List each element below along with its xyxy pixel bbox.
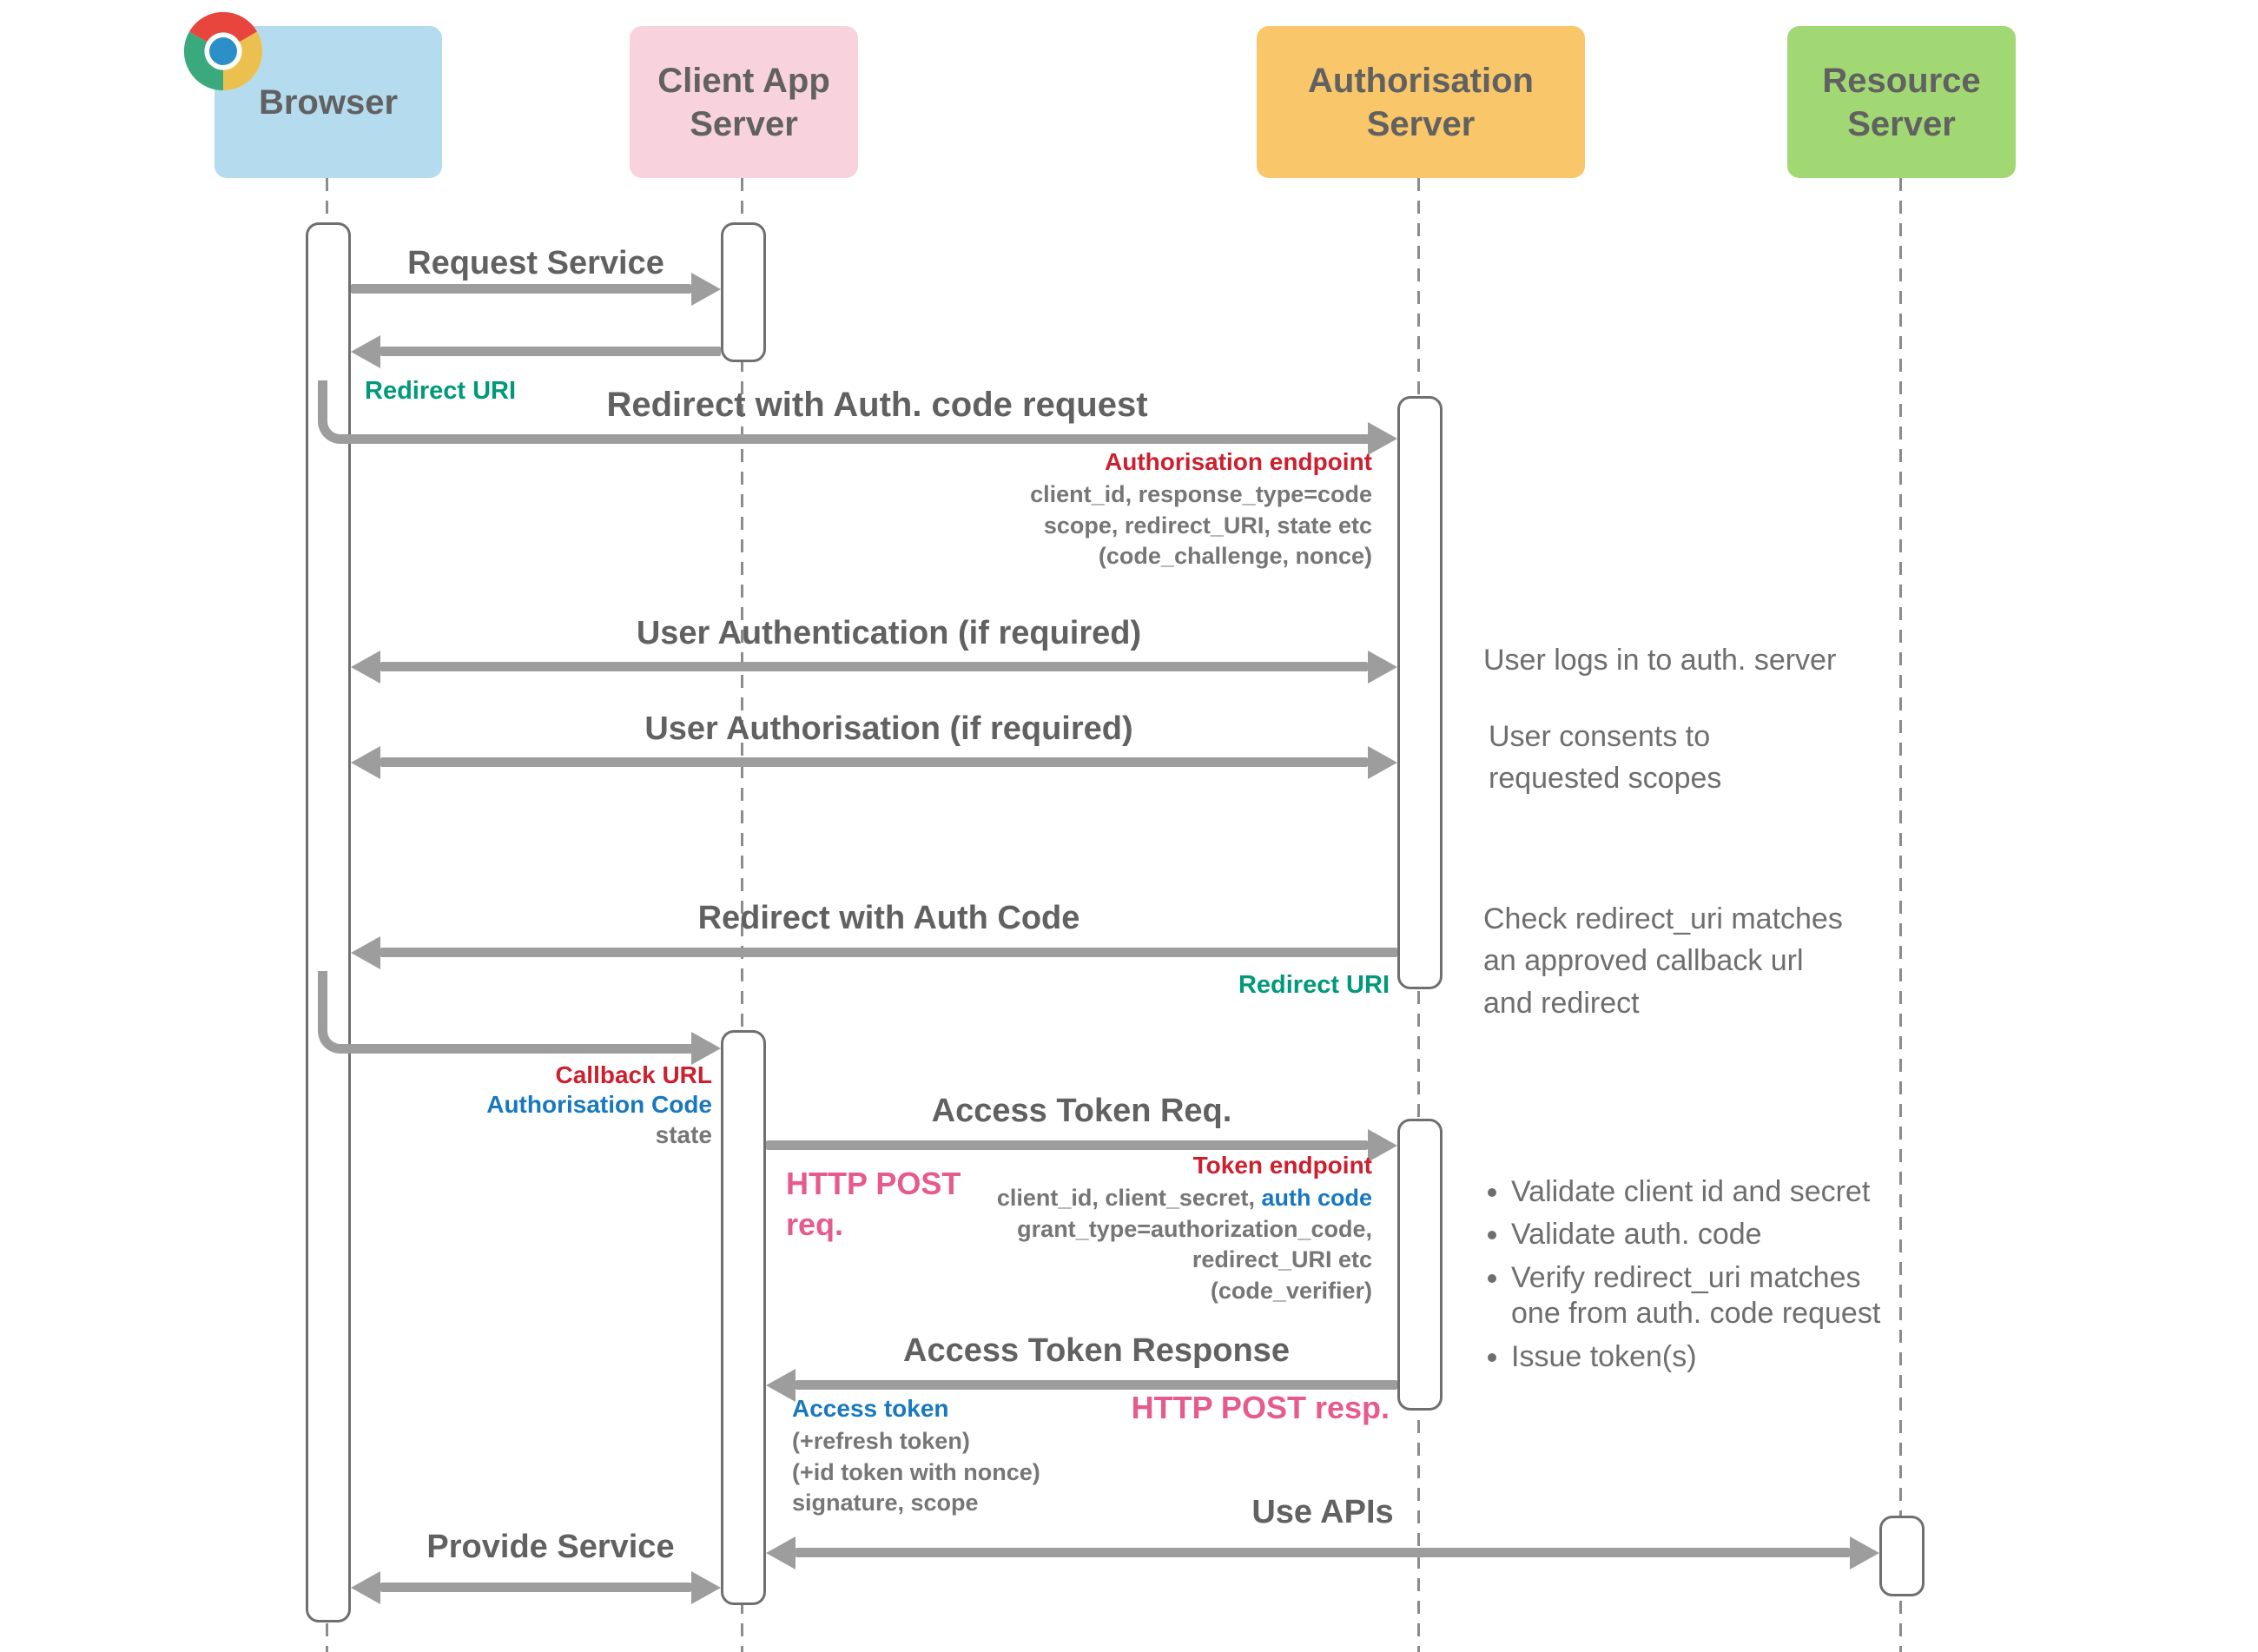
token-param-line: client_id, client_secret, auth code	[938, 1183, 1372, 1214]
token-param-line: redirect_URI etc	[1192, 1246, 1372, 1273]
label-user-authentication: User Authentication (if required)	[636, 615, 1142, 651]
note-token-checks: Validate client id and secret Validate a…	[1476, 1174, 2067, 1382]
label-access-token-resp: Access Token Response	[903, 1332, 1290, 1369]
auth-param-line: (code_challenge, nonce)	[1098, 543, 1372, 570]
arrow-redirect-auth-code	[351, 935, 1397, 969]
token-detail-line: (+refresh token)	[792, 1428, 970, 1454]
actor-resource-label: Resource Server	[1822, 61, 1981, 143]
token-check-item: Issue token(s)	[1511, 1339, 2067, 1375]
label-access-token-req: Access Token Req.	[931, 1093, 1232, 1129]
label-authorisation-endpoint: Authorisation endpoint	[1105, 448, 1372, 475]
note-user-consent: User consents to requested scopes	[1489, 720, 1722, 796]
actor-authorisation-server: Authorisation Server	[1257, 26, 1585, 178]
label-authorisation-code: Authorisation Code	[486, 1091, 712, 1118]
arrowhead-callback	[691, 1032, 721, 1065]
arrow-request-service	[351, 272, 721, 306]
arrow-access-token-req	[766, 1128, 1397, 1162]
token-param-line: grant_type=authorization_code,	[1017, 1215, 1372, 1242]
arrow-provide-service	[351, 1570, 721, 1604]
label-access-token: Access token	[792, 1395, 949, 1422]
label-redirect-auth-code: Redirect with Auth Code	[697, 900, 1080, 936]
activation-auth-2	[1397, 1119, 1443, 1411]
arrow-return-redirect	[351, 334, 721, 368]
label-redirect-uri-1: Redirect URI	[365, 377, 517, 405]
label-auth-request-params: client_id, response_type=code scope, red…	[938, 479, 1372, 572]
arrow-use-apis	[766, 1536, 1879, 1569]
label-token-request-params: client_id, client_secret, auth code gran…	[938, 1183, 1372, 1307]
actor-client-app-server: Client App Server	[630, 26, 858, 178]
label-user-authorisation: User Authorisation (if required)	[644, 710, 1133, 747]
activation-client-1	[721, 222, 766, 362]
arrow-user-authorisation	[351, 745, 1397, 779]
label-state: state	[655, 1121, 712, 1148]
token-param-auth-code: auth code	[1261, 1185, 1372, 1211]
token-detail-line: signature, scope	[792, 1490, 979, 1517]
arrow-elbow-callback	[318, 971, 691, 1054]
token-check-item: Validate auth. code	[1511, 1217, 2067, 1252]
auth-param-line: client_id, response_type=code	[1030, 481, 1372, 507]
label-redirect-uri-2: Redirect URI	[1238, 971, 1390, 999]
activation-client-2	[721, 1030, 766, 1605]
lifeline-resource	[1899, 178, 1902, 1652]
actor-auth-label: Authorisation Server	[1308, 61, 1534, 143]
label-request-service: Request Service	[407, 245, 664, 281]
label-provide-service: Provide Service	[426, 1529, 675, 1565]
token-check-item: Verify redirect_uri matches one from aut…	[1511, 1260, 2067, 1332]
arrow-elbow-auth-request	[318, 380, 1368, 444]
activation-auth-1	[1397, 396, 1443, 989]
label-callback-url: Callback URL	[555, 1061, 713, 1088]
label-http-post-req: HTTP POST req.	[786, 1166, 961, 1242]
token-check-item: Validate client id and secret	[1511, 1174, 2067, 1210]
auth-param-line: scope, redirect_URI, state etc	[1043, 512, 1372, 539]
arrow-user-authentication	[351, 650, 1397, 684]
label-http-post-resp: HTTP POST resp.	[1131, 1390, 1390, 1425]
activation-resource	[1879, 1516, 1925, 1596]
actor-resource-server: Resource Server	[1787, 26, 2016, 178]
token-detail-line: (+id token with nonce)	[792, 1458, 1040, 1485]
token-param-line: (code_verifier)	[1210, 1277, 1372, 1304]
arrow-access-token-resp	[766, 1368, 1397, 1402]
chrome-icon	[183, 11, 263, 91]
token-param-prefix: client_id, client_secret,	[996, 1185, 1262, 1211]
note-redirect-check: Check redirect_uri matches an approved c…	[1483, 902, 1843, 1020]
label-token-details: (+refresh token) (+id token with nonce) …	[792, 1426, 1226, 1519]
actor-client-label: Client App Server	[657, 61, 830, 143]
label-redirect-auth-request: Redirect with Auth. code request	[606, 386, 1148, 424]
actor-browser-label: Browser	[258, 83, 399, 122]
lifeline-client	[741, 178, 743, 1652]
label-use-apis: Use APIs	[1251, 1494, 1394, 1530]
label-token-endpoint: Token endpoint	[1192, 1152, 1372, 1179]
arrowhead-auth-request	[1368, 422, 1397, 455]
note-user-login: User logs in to auth. server	[1483, 644, 1837, 677]
activation-browser	[306, 222, 351, 1622]
